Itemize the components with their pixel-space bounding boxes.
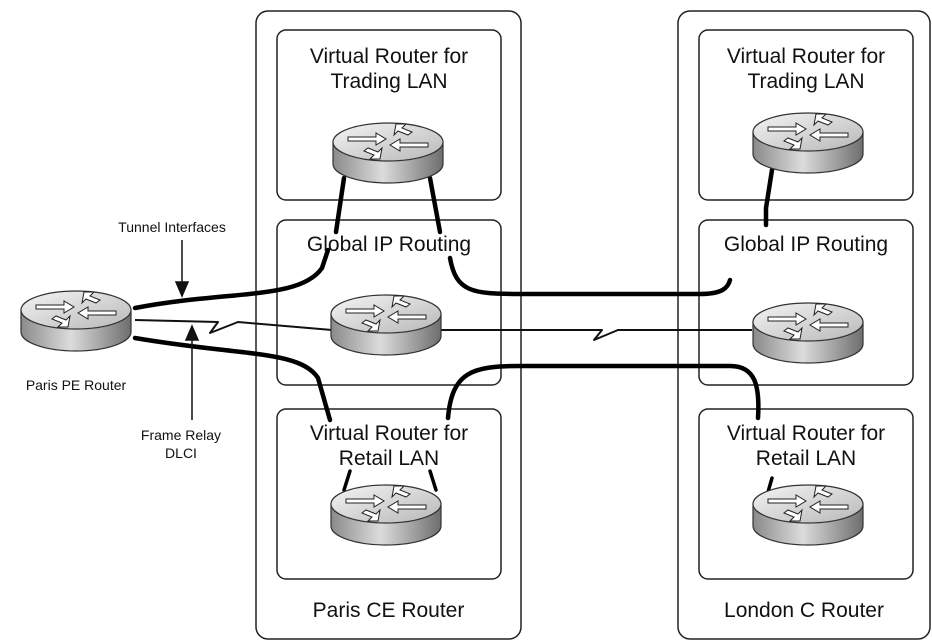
frame-relay-link-ce-london <box>440 329 752 341</box>
paris-retail-router-icon <box>330 484 442 546</box>
paris-ce-router-label: Paris CE Router <box>312 599 465 622</box>
frame-relay-link-pe-ce <box>134 319 333 334</box>
link-trading-global-right <box>427 175 443 235</box>
london-retail-router-icon <box>752 484 864 546</box>
london-router-box <box>677 10 931 640</box>
link-paris-retail-to-london-retail <box>445 363 761 421</box>
london-trading-box <box>698 29 914 201</box>
london-global-title: Global IP Routing <box>723 233 889 256</box>
paris-retail-box <box>276 408 502 580</box>
london-retail-line2: Retail LAN <box>755 447 857 470</box>
paris-trading-router-icon <box>332 122 444 184</box>
london-trading-router-icon <box>752 112 864 174</box>
frame-relay-line1: Frame Relay <box>140 427 222 443</box>
london-retail-title: Virtual Router for Retail LAN <box>699 421 913 471</box>
paris-trading-line1: Virtual Router for <box>309 45 469 68</box>
paris-trading-box <box>276 29 502 201</box>
london-router-label: London C Router <box>724 599 884 622</box>
paris-ce-router-box <box>255 10 522 640</box>
tunnel-interfaces-label: Tunnel Interfaces <box>118 219 226 235</box>
paris-retail-title: Virtual Router for Retail LAN <box>277 421 501 471</box>
paris-trading-title: Virtual Router for Trading LAN <box>277 44 501 94</box>
london-trading-line2: Trading LAN <box>747 70 865 93</box>
london-trading-title: Virtual Router for Trading LAN <box>699 44 913 94</box>
london-global-router-icon <box>752 302 864 364</box>
london-retail-box <box>698 408 914 580</box>
paris-trading-line2: Trading LAN <box>330 70 448 93</box>
tunnel-pe-to-retail <box>132 335 333 423</box>
paris-retail-line2: Retail LAN <box>338 447 440 470</box>
tunnel-pe-to-global <box>132 247 331 311</box>
frame-relay-dlci-label: Frame Relay DLCI <box>116 426 246 462</box>
london-trading-line1: Virtual Router for <box>726 45 886 68</box>
link-london-trading-global <box>763 167 775 228</box>
link-trading-global-left <box>333 175 347 235</box>
paris-global-router-icon <box>330 294 442 356</box>
paris-retail-line1: Virtual Router for <box>309 422 469 445</box>
paris-pe-router-icon <box>20 290 132 352</box>
paris-global-title: Global IP Routing <box>306 233 472 256</box>
frame-relay-line2: DLCI <box>165 445 197 461</box>
paris-pe-router-label: Paris PE Router <box>25 377 127 393</box>
paris-global-box <box>276 219 502 386</box>
link-paris-global-to-london-global <box>447 255 733 297</box>
london-retail-line1: Virtual Router for <box>726 422 886 445</box>
london-global-box <box>698 219 914 386</box>
